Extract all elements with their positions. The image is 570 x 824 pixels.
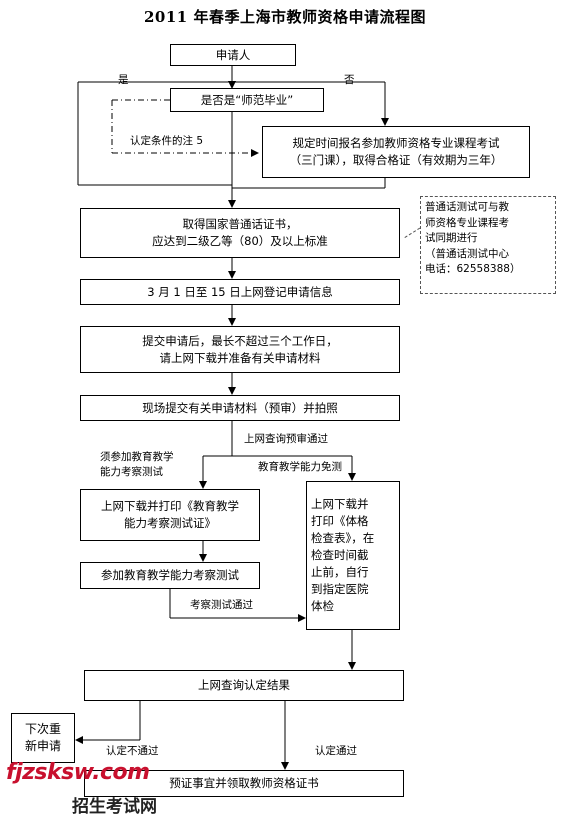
watermark-logo: fjzsksw.com [6,760,150,785]
node-online-register: 3 月 1 日至 15 日上网登记申请信息 [80,279,400,305]
node-mandarin-cert: 取得国家普通话证书， 应达到二级乙等（80）及以上标准 [80,208,400,258]
node-attend-test: 参加教育教学能力考察测试 [80,562,260,589]
node-check-result: 上网查询认定结果 [84,670,404,701]
label-yes: 是 [118,74,129,86]
watermark-sub: 招生考试网 [72,797,157,817]
node-is-normal-grad: 是否是“师范毕业” [170,88,324,112]
node-download-test-cert: 上网下载并打印《教育教学 能力考察测试证》 [80,489,260,541]
node-download-physical: 上网下载并 打印《体格 检查表》，在 检查时间截 止前，自行 到指定医院 体检 [306,481,400,630]
label-no: 否 [344,74,355,86]
label-cond-note: 认定条件的注 5 [130,135,204,147]
label-pass: 认定通过 [315,745,357,757]
page-title: 2011 年春季上海市教师资格申请流程图 [144,8,426,26]
label-must-test: 须参加教育教学 能力考察测试 [100,451,174,478]
label-not-pass: 认定不通过 [106,745,159,757]
node-applicant: 申请人 [170,44,296,66]
node-next-apply: 下次重 新申请 [11,713,75,763]
label-exempt: 教育教学能力免测 [258,461,342,473]
label-test-pass: 考察测试通过 [190,599,253,611]
label-prereview-pass: 上网查询预审通过 [244,433,328,445]
node-onsite-submit: 现场提交有关申请材料（预审）并拍照 [80,395,400,421]
node-collect-cert: 预证事宜并领取教师资格证书 [84,770,404,797]
node-submit-download: 提交申请后，最长不超过三个工作日， 请上网下载并准备有关申请材料 [80,326,400,373]
mandarin-side-note: 普通话测试可与教 师资格专业课程考 试同期进行 （普通话测试中心 电话：6255… [420,196,556,294]
note-pointer [403,227,421,239]
node-course-exam: 规定时间报名参加教师资格专业课程考试 （三门课），取得合格证（有效期为三年） [262,126,530,178]
